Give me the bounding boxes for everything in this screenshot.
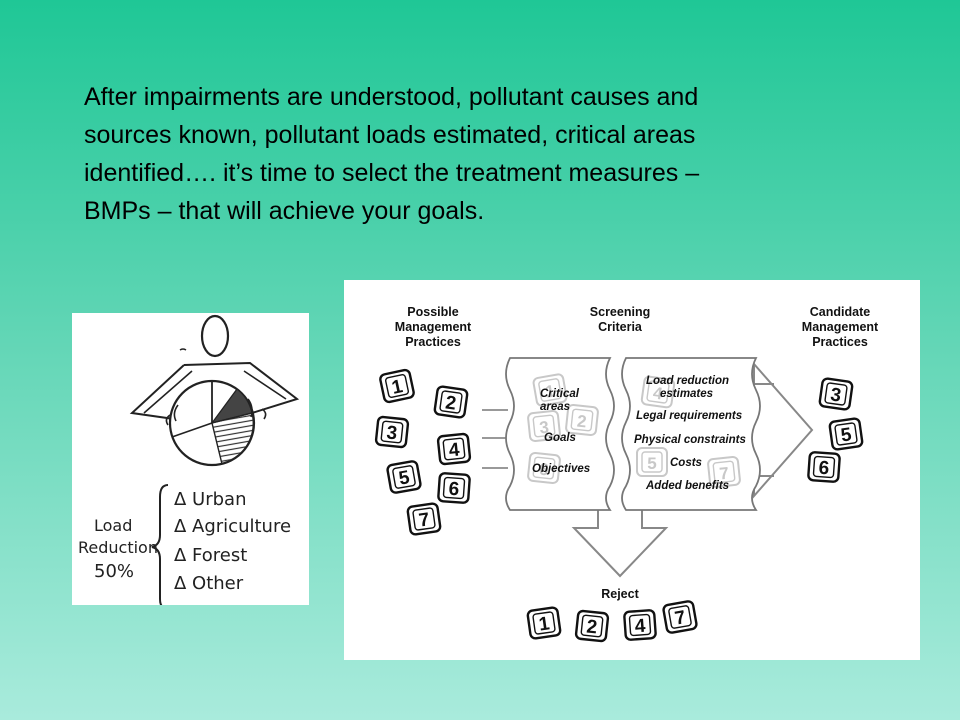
- criteria-legal: Legal requirements: [636, 410, 742, 422]
- practice-card-1: 1: [379, 368, 415, 404]
- card-number: 6: [818, 458, 830, 480]
- slide-text-line: After impairments are understood, pollut…: [84, 83, 699, 111]
- possible-practices-cards: 1 2 3 4 5 67: [374, 368, 472, 536]
- card-number: 1: [390, 376, 405, 399]
- card-number: 2: [576, 412, 587, 432]
- card-number: 6: [448, 479, 460, 501]
- rejected-card-2: 2: [574, 609, 610, 643]
- criteria-critical: Critical: [540, 388, 580, 400]
- right-header-line: Candidate: [810, 305, 870, 319]
- ghost-card-6: 6: [527, 452, 561, 484]
- load-label: Load: [94, 516, 132, 535]
- down-arrow-icon: [571, 506, 669, 578]
- category-forest: Δ Forest: [174, 545, 247, 566]
- card-number: 7: [718, 464, 729, 484]
- practice-card-3: 3: [374, 415, 410, 449]
- card-number: 6: [538, 460, 549, 480]
- left-header-line: Possible: [407, 305, 458, 319]
- rejected-card-4: 4: [623, 609, 657, 641]
- criteria-added-benefits: Added benefits: [645, 480, 729, 492]
- card-number: 5: [397, 467, 411, 490]
- ghost-card-7: 7: [707, 456, 741, 488]
- criteria-physical: Physical constraints: [634, 434, 746, 446]
- card-number: 3: [829, 384, 842, 406]
- criteria-areas: areas: [540, 401, 570, 413]
- card-number: 4: [634, 616, 646, 638]
- card-number: 4: [652, 383, 665, 403]
- ghost-card-3: 3: [527, 410, 561, 442]
- right-arm-icon: [183, 361, 300, 414]
- slide-text-line: sources known, pollutant loads estimated…: [84, 121, 696, 149]
- slide-text-line: BMPs – that will achieve your goals.: [84, 197, 485, 225]
- left-arm-icon: [129, 364, 185, 420]
- right-header-line: Management: [802, 320, 879, 334]
- ghost-card-4: 4: [640, 375, 676, 409]
- ghost-card-5: 5: [636, 447, 668, 477]
- card-number: 3: [385, 422, 398, 444]
- criteria-goals: Goals: [544, 432, 576, 444]
- practice-card-6: 6: [437, 472, 471, 504]
- person-head-icon: [200, 314, 230, 358]
- motion-mark-icon: [179, 348, 187, 351]
- card-number: 5: [840, 424, 854, 446]
- input-connectors: [482, 409, 508, 469]
- load-reduction-sketch: Load Reduction 50% Δ Urban Δ Agriculture…: [72, 313, 309, 605]
- pie-chart-icon: [168, 379, 256, 467]
- practice-card-4: 4: [436, 432, 472, 466]
- card-number: 1: [538, 613, 552, 635]
- ghost-card-2: 2: [565, 404, 599, 436]
- rejected-practices-cards: 1 2 4 7: [526, 600, 698, 643]
- bmp-screening-diagram: Possible Management Practices Screening …: [344, 280, 920, 660]
- practice-card-2: 2: [433, 385, 469, 419]
- card-number: 7: [418, 509, 431, 531]
- candidate-card-6: 6: [807, 451, 841, 483]
- left-header-line: Practices: [405, 335, 461, 349]
- middle-header-line: Screening: [590, 305, 650, 319]
- category-agriculture: Δ Agriculture: [174, 516, 291, 537]
- reject-label: Reject: [601, 587, 639, 601]
- practice-card-5: 5: [386, 460, 422, 494]
- rejected-card-1: 1: [526, 606, 562, 640]
- practice-card-7: 7: [406, 502, 442, 536]
- category-other: Δ Other: [174, 573, 244, 594]
- percent-label: 50%: [94, 561, 134, 582]
- candidate-card-3: 3: [818, 377, 854, 411]
- reduction-label: Reduction: [78, 538, 158, 557]
- middle-header-line: Criteria: [598, 320, 643, 334]
- right-header-line: Practices: [812, 335, 868, 349]
- card-number: 1: [544, 381, 557, 401]
- card-number: 5: [647, 454, 656, 473]
- ghost-card-group: 12 3 4 5 6 7: [527, 373, 741, 488]
- card-number: 7: [673, 607, 687, 630]
- brace-icon: [151, 484, 169, 605]
- category-urban: Δ Urban: [174, 489, 246, 510]
- ghost-card-1: 1: [532, 373, 568, 407]
- candidate-practices-cards: 3 56: [807, 377, 864, 483]
- candidate-card-5: 5: [828, 417, 864, 451]
- card-number: 3: [538, 418, 549, 438]
- left-header-line: Management: [395, 320, 472, 334]
- criteria-load-reduction: Load reduction: [646, 375, 729, 387]
- card-number: 2: [444, 392, 457, 414]
- card-number: 2: [585, 616, 598, 638]
- criteria-estimates: estimates: [660, 388, 713, 400]
- rejected-card-7: 7: [662, 600, 698, 634]
- criteria-costs: Costs: [670, 457, 702, 469]
- slide-body-text: After impairments are understood, pollut…: [84, 78, 884, 230]
- slide-text-line: identified…. it’s time to select the tre…: [84, 159, 700, 187]
- sketch-drawing: Load Reduction 50% Δ Urban Δ Agriculture…: [78, 314, 300, 605]
- criteria-objectives: Objectives: [532, 463, 590, 475]
- diagram-drawing: Possible Management Practices Screening …: [374, 305, 879, 643]
- card-number: 4: [448, 439, 461, 461]
